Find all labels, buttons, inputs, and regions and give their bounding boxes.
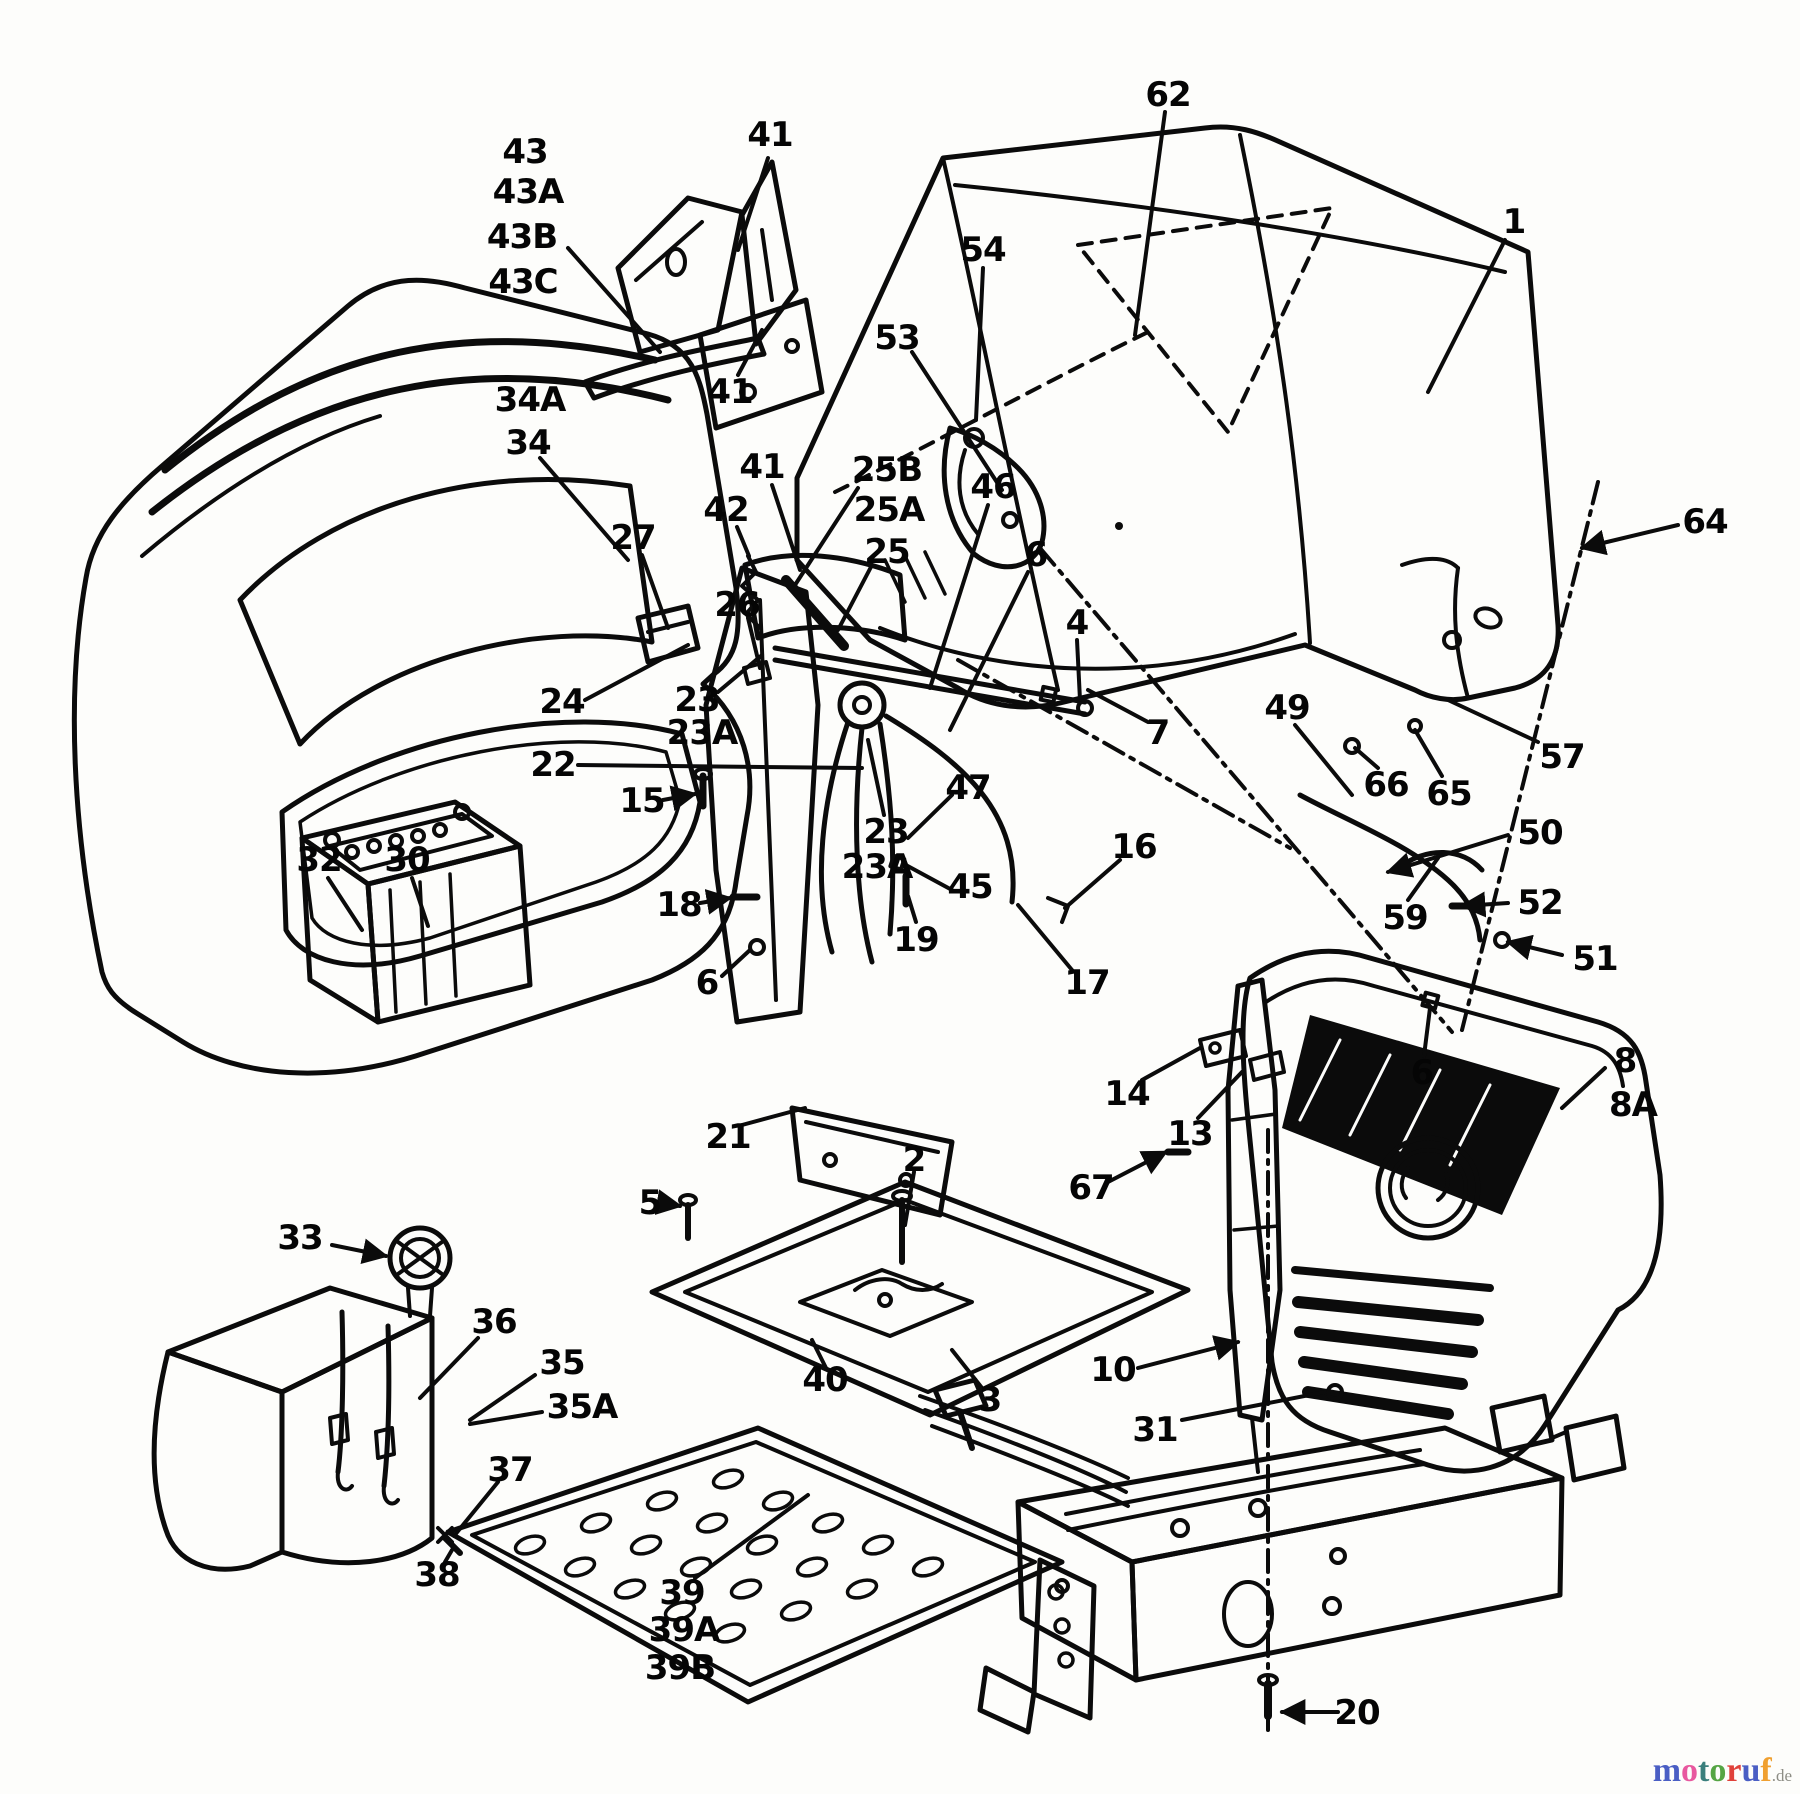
part-label-62: 62 bbox=[1145, 75, 1191, 115]
part-label-21: 21 bbox=[705, 1117, 751, 1157]
part-label-19: 19 bbox=[893, 920, 939, 960]
part-label-50: 50 bbox=[1517, 813, 1563, 853]
watermark-letter: o bbox=[1681, 1752, 1699, 1789]
seat-drawing bbox=[74, 280, 749, 1073]
grille-drawing bbox=[1168, 951, 1661, 1472]
part-label-25B: 25B bbox=[851, 450, 923, 490]
part-label-45: 45 bbox=[947, 867, 993, 907]
part-label-39: 39 bbox=[659, 1573, 705, 1613]
part-label-41-3: 41 bbox=[739, 447, 785, 487]
watermark-letters: motoruf bbox=[1653, 1752, 1772, 1789]
part-label-7: 7 bbox=[1146, 713, 1171, 753]
part-label-30: 30 bbox=[384, 840, 430, 880]
part-label-17: 17 bbox=[1064, 963, 1110, 1003]
part-label-67: 67 bbox=[1068, 1168, 1114, 1208]
part-label-37: 37 bbox=[487, 1450, 533, 1490]
watermark-letter: m bbox=[1652, 1752, 1682, 1789]
part-label-10: 10 bbox=[1090, 1350, 1136, 1390]
part-label-8: 8 bbox=[1613, 1041, 1638, 1081]
part-label-34A: 34A bbox=[494, 380, 567, 420]
part-label-51: 51 bbox=[1572, 939, 1618, 979]
part-label-43B: 43B bbox=[486, 217, 558, 257]
watermark-letter: o bbox=[1709, 1752, 1727, 1789]
part-label-57: 57 bbox=[1539, 737, 1585, 777]
part-label-24: 24 bbox=[539, 682, 585, 722]
part-label-2: 2 bbox=[902, 1140, 927, 1180]
part-label-33: 33 bbox=[277, 1218, 323, 1258]
part-label-6-2: 6 bbox=[695, 963, 720, 1003]
part-label-22: 22 bbox=[530, 745, 576, 785]
seat-bracket-drawing bbox=[585, 162, 822, 428]
part-label-35A: 35A bbox=[546, 1387, 619, 1427]
fuel-tank-drawing bbox=[154, 1228, 460, 1569]
part-label-25A: 25A bbox=[853, 490, 926, 530]
part-label-23A-2: 23A bbox=[841, 847, 914, 887]
part-label-47: 47 bbox=[945, 768, 991, 808]
hood-pivot-drawing bbox=[944, 428, 1598, 1032]
hood-drawing bbox=[797, 127, 1558, 707]
part-label-36: 36 bbox=[471, 1302, 517, 1342]
part-label-31: 31 bbox=[1132, 1410, 1178, 1450]
part-label-54: 54 bbox=[960, 230, 1006, 270]
part-label-8A: 8A bbox=[1609, 1085, 1658, 1125]
part-label-64: 64 bbox=[1682, 502, 1728, 542]
part-label-49: 49 bbox=[1264, 688, 1310, 728]
part-label-34: 34 bbox=[505, 423, 551, 463]
part-label-23-1: 23 bbox=[674, 680, 720, 720]
part-label-41-1: 41 bbox=[747, 115, 793, 155]
watermark-letter: u bbox=[1741, 1752, 1761, 1789]
part-label-41-2: 41 bbox=[707, 372, 753, 412]
part-label-32: 32 bbox=[296, 840, 342, 880]
part-label-6-3: 6 bbox=[1410, 1053, 1435, 1093]
part-label-66: 66 bbox=[1363, 765, 1409, 805]
part-label-65: 65 bbox=[1426, 774, 1472, 814]
part-label-13: 13 bbox=[1167, 1114, 1213, 1154]
part-label-3: 3 bbox=[978, 1380, 1003, 1420]
part-label-43A: 43A bbox=[492, 172, 565, 212]
battery-drawing bbox=[302, 802, 530, 1022]
part-label-40: 40 bbox=[802, 1360, 848, 1400]
part-label-38: 38 bbox=[414, 1555, 460, 1595]
part-label-26: 26 bbox=[714, 585, 760, 625]
part-label-4: 4 bbox=[1065, 603, 1090, 643]
part-label-35: 35 bbox=[539, 1343, 585, 1383]
frame-drawing bbox=[920, 1130, 1624, 1732]
part-label-46: 46 bbox=[970, 467, 1016, 507]
watermark-suffix: .de bbox=[1771, 1766, 1792, 1785]
watermark-letter: r bbox=[1726, 1752, 1742, 1789]
part-label-23-2: 23 bbox=[863, 812, 909, 852]
part-label-42: 42 bbox=[703, 490, 749, 530]
watermark-motoruf[interactable]: motoruf.de bbox=[1653, 1754, 1792, 1788]
part-label-16: 16 bbox=[1111, 827, 1157, 867]
part-label-5: 5 bbox=[638, 1183, 663, 1223]
watermark-letter: f bbox=[1760, 1752, 1772, 1789]
part-label-27: 27 bbox=[610, 518, 656, 558]
part-label-39B: 39B bbox=[644, 1648, 716, 1688]
part-label-52: 52 bbox=[1517, 883, 1563, 923]
part-label-43: 43 bbox=[502, 132, 548, 172]
watermark-letter: t bbox=[1698, 1752, 1710, 1789]
seat-pan-drawing bbox=[652, 1182, 1188, 1448]
part-label-43C: 43C bbox=[488, 262, 558, 302]
part-label-59: 59 bbox=[1382, 898, 1428, 938]
part-label-18: 18 bbox=[656, 885, 702, 925]
part-label-6-1: 6 bbox=[1024, 535, 1049, 575]
part-label-53: 53 bbox=[874, 318, 920, 358]
part-label-20: 20 bbox=[1334, 1693, 1380, 1733]
part-label-1: 1 bbox=[1502, 202, 1527, 242]
part-label-14: 14 bbox=[1104, 1074, 1150, 1114]
part-label-25: 25 bbox=[864, 532, 910, 572]
part-label-39A: 39A bbox=[648, 1610, 721, 1650]
footrest-drawing bbox=[448, 1428, 1062, 1702]
leader-lines bbox=[328, 112, 1678, 1725]
part-label-23A-1: 23A bbox=[666, 713, 739, 753]
part-label-15: 15 bbox=[619, 781, 665, 821]
